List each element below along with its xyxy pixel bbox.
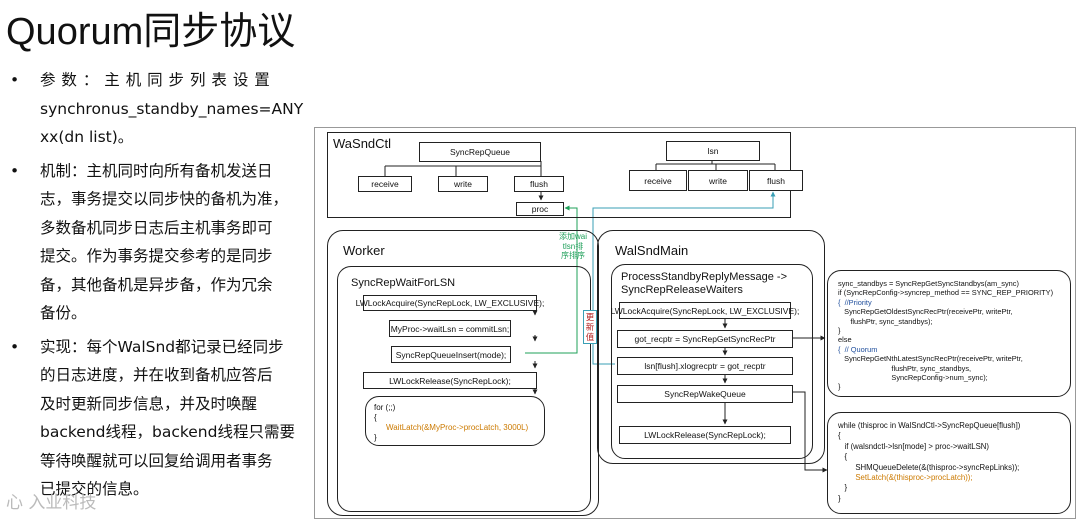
sync-recptr-code-box: sync_standbys = SyncRepGetSyncStandbys(a… <box>827 270 1071 397</box>
bullet-line: 已提交的信息。 <box>40 480 149 498</box>
syncrep-queue-box: SyncRepQueue <box>419 142 541 162</box>
bullet-line: 机制：主机同时向所有备机发送日 <box>40 161 273 180</box>
code-line: flushPtr, sync_standbys, <box>838 363 972 373</box>
walsndmain-func-line1: ProcessStandbyReplyMessage -> <box>621 271 787 283</box>
wake-queue-code-box: while (thisproc in WalSndCtl->SyncRepQue… <box>827 412 1071 514</box>
green-note: 添加waitlsn排序排序 <box>559 232 588 260</box>
proc-box: proc <box>516 202 564 216</box>
walsndmain-label: WalSndMain <box>615 243 689 258</box>
loop-line: } <box>374 433 377 442</box>
worker-step-waitlsn: MyProc->waitLsn = commitLsn; <box>389 320 511 337</box>
bullet-line: 及时更新同步信息，并及时唤醒 <box>40 394 258 413</box>
code-line: } <box>838 483 848 493</box>
loop-line: { <box>374 413 377 422</box>
bullet-line: synchronus_standby_names=ANY <box>40 99 304 118</box>
code-line: else <box>838 335 852 345</box>
lsn-receive-box: receive <box>629 170 687 191</box>
architecture-diagram: WaSndCtl SyncRepQueue receive write flus… <box>314 127 1076 519</box>
loop-line: for (;;) <box>374 403 396 412</box>
code-line: } <box>838 493 841 503</box>
code-line: { <box>838 431 841 441</box>
code-line: SyncRepConfig->num_sync); <box>838 373 988 383</box>
code-line: sync_standbys = SyncRepGetSyncStandbys(a… <box>838 279 1019 288</box>
code-line: if (SyncRepConfig->syncrep_method == SYN… <box>838 288 1054 298</box>
walsnd-step-wake-queue: SyncRepWakeQueue <box>617 385 793 403</box>
bullet-line: backend线程，backend线程只需要 <box>40 423 295 441</box>
code-line: { <box>838 452 848 462</box>
bullet-line: 备，其他备机是异步备，作为冗余 <box>40 275 273 294</box>
worker-loop-box: for (;;) { WaitLatch(&MyProc->procLatch,… <box>365 396 545 446</box>
code-line: SyncRepGetNthLatestSyncRecPtr(receivePtr… <box>838 354 1023 364</box>
walsnd-step-lock: LWLockAcquire(SyncRepLock, LW_EXCLUSIVE)… <box>611 302 799 319</box>
lsn-box: lsn <box>666 141 760 161</box>
queue-write-box: write <box>438 176 488 192</box>
page-title: Quorum同步协议 <box>6 11 296 53</box>
code-line: SHMQueueDelete(&(thisproc->syncRepLinks)… <box>838 462 1020 472</box>
worker-container <box>327 230 599 516</box>
walsnd-step-set-lsn: lsn[flush].xlogrecptr = got_recptr <box>617 357 793 375</box>
bullet-line: 的日志进度，并在收到备机应答后 <box>40 366 273 384</box>
bullet-line: 提交。作为事务提交参考的是同步 <box>40 247 273 265</box>
code-line: SetLatch(&(thisproc->procLatch)); <box>838 473 973 483</box>
code-line: { //Priority <box>838 297 872 307</box>
bullet-item-implementation: • 实现：每个WalSnd都记录已经同步 的日志进度，并在收到备机应答后 及时更… <box>8 333 308 504</box>
red-note: 更新值 <box>583 310 597 344</box>
watermark: 心 入业科技 <box>6 493 97 513</box>
code-line: { // Quorum <box>838 344 878 354</box>
bullet-line: 实现：每个WalSnd都记录已经同步 <box>40 337 284 356</box>
code-line: while (thisproc in WalSndCtl->SyncRepQue… <box>838 421 1021 430</box>
walsndmain-func-line2: SyncRepReleaseWaiters <box>621 284 743 296</box>
bullet-item-config: • 参 数 ： 主 机 同 步 列 表 设 置 synchronus_stand… <box>8 66 308 152</box>
lsn-write-box: write <box>688 170 748 191</box>
bullet-line: 等待唤醒就可以回复给调用者事务 <box>40 451 273 470</box>
bullet-item-mechanism: • 机制：主机同时向所有备机发送日 志，事务提交以同步快的备机为准， 多数备机同… <box>8 157 308 328</box>
worker-label: Worker <box>343 243 385 258</box>
worker-step-queue-insert: SyncRepQueueInsert(mode); <box>391 346 511 363</box>
walsnd-step-release: LWLockRelease(SyncRepLock); <box>619 426 791 444</box>
code-line: if (walsndctl->lsn[mode] > proc->waitLSN… <box>838 441 990 451</box>
bullet-dot: • <box>10 161 20 180</box>
queue-flush-box: flush <box>514 176 564 192</box>
bullet-line: xx(dn list)。 <box>40 128 134 146</box>
walsnd-step-get-recptr: got_recptr = SyncRepGetSyncRecPtr <box>617 330 793 348</box>
bullet-list: • 参 数 ： 主 机 同 步 列 表 设 置 synchronus_stand… <box>8 66 308 509</box>
code-line: flushPtr, sync_standbys); <box>838 316 933 326</box>
worker-func-container <box>337 266 591 512</box>
worker-step-release: LWLockRelease(SyncRepLock); <box>363 372 537 389</box>
walsndmain-func-container <box>611 264 813 459</box>
code-line: } <box>838 326 841 336</box>
bullet-line: 参 数 ： 主 机 同 步 列 表 设 置 <box>40 71 271 89</box>
bullet-dot: • <box>10 71 20 89</box>
queue-receive-box: receive <box>358 176 412 192</box>
code-line: SyncRepGetOldestSyncRecPtr(receivePtr, w… <box>838 307 1013 317</box>
code-line: } <box>838 382 841 392</box>
bullet-line: 备份。 <box>40 304 87 322</box>
bullet-dot: • <box>10 337 20 356</box>
worker-step-lock: LWLockAcquire(SyncRepLock, LW_EXCLUSIVE)… <box>356 295 544 311</box>
worker-func-label: SyncRepWaitForLSN <box>351 277 456 289</box>
wasndctl-label: WaSndCtl <box>333 136 392 151</box>
lsn-flush-box: flush <box>749 170 803 191</box>
loop-line: WaitLatch(&MyProc->procLatch, 3000L) <box>386 423 529 432</box>
bullet-line: 多数备机同步日志后主机事务即可 <box>40 218 273 237</box>
bullet-line: 志，事务提交以同步快的备机为准， <box>40 190 289 208</box>
walsndmain-container <box>597 230 825 464</box>
